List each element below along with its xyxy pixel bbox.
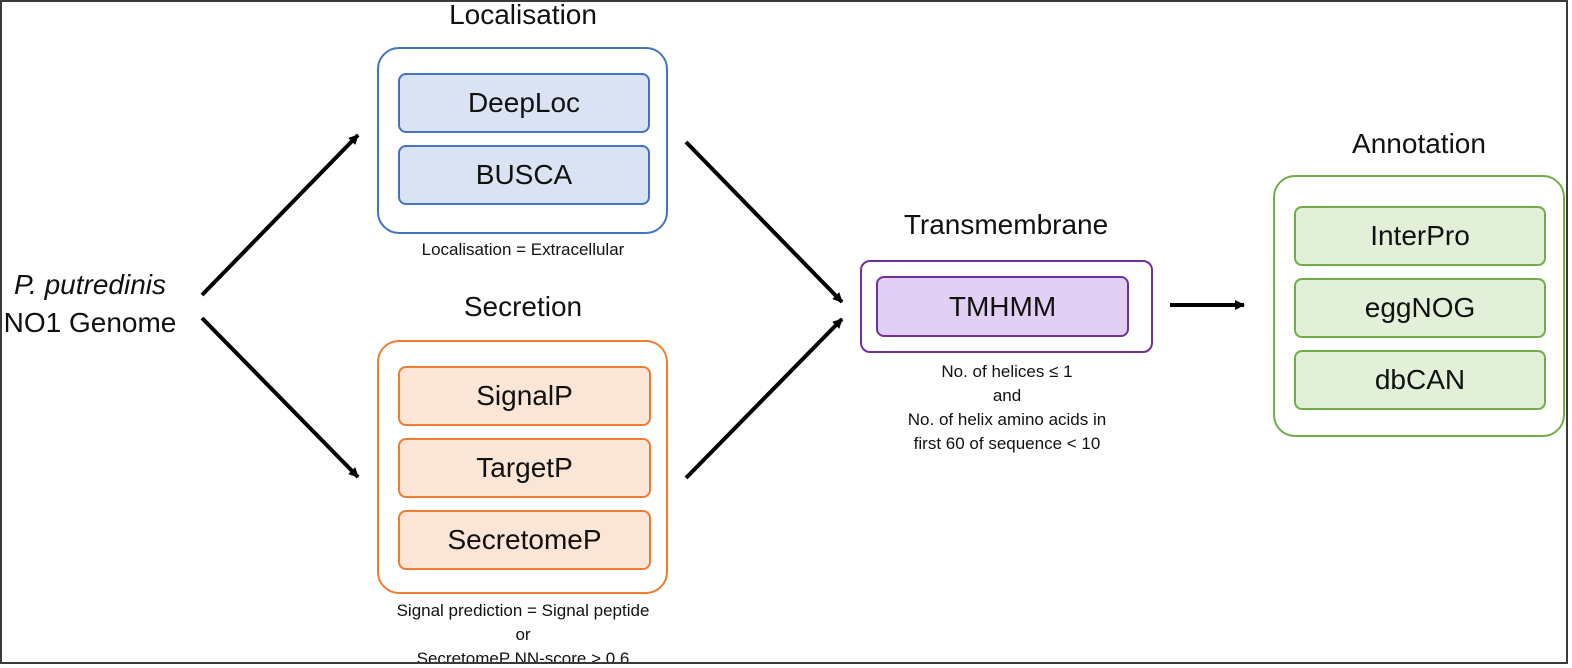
arrow-secretion-to-transmembrane: [684, 317, 844, 480]
arrow-genome-to-secretion: [200, 316, 360, 479]
tool-signalp: SignalP: [398, 366, 651, 426]
tool-interpro: InterPro: [1294, 206, 1546, 266]
transmembrane-criterion-line-2: and: [992, 386, 1022, 405]
tool-dbcan: dbCAN: [1294, 350, 1546, 410]
transmembrane-criterion-line-1: No. of helices ≤ 1: [941, 362, 1073, 381]
secretion-title: Secretion: [463, 291, 583, 322]
tool-deeploc: DeepLoc: [398, 73, 650, 133]
transmembrane-criterion: No. of helices ≤ 1 and No. of helix amin…: [857, 360, 1157, 456]
annotation-title: Annotation: [1352, 128, 1486, 159]
localisation-title: Localisation: [449, 0, 597, 30]
secretion-criterion-line-2: or: [515, 625, 531, 644]
genome-species: P. putredinis: [13, 269, 167, 300]
tool-tmhmm: TMHMM: [876, 276, 1129, 337]
genome-strain: NO1 Genome: [3, 307, 177, 338]
arrow-genome-to-localisation: [200, 133, 360, 297]
tool-secretomep: SecretomeP: [398, 510, 651, 570]
secretion-criterion-line-1: Signal prediction = Signal peptide: [396, 601, 650, 620]
localisation-criterion: Localisation = Extracellular: [421, 240, 625, 259]
transmembrane-title: Transmembrane: [903, 209, 1109, 240]
arrow-localisation-to-transmembrane: [684, 140, 844, 304]
genome-label: P. putredinis NO1 Genome: [2, 266, 178, 342]
secretion-criterion: Signal prediction = Signal peptide or Se…: [348, 599, 698, 664]
tool-busca: BUSCA: [398, 145, 650, 205]
tool-targetp: TargetP: [398, 438, 651, 498]
transmembrane-criterion-line-4: first 60 of sequence < 10: [913, 434, 1101, 453]
secretion-criterion-line-3: SecretomeP NN-score > 0.6: [416, 649, 630, 664]
tool-eggnog: eggNOG: [1294, 278, 1546, 338]
transmembrane-criterion-line-3: No. of helix amino acids in: [907, 410, 1107, 429]
